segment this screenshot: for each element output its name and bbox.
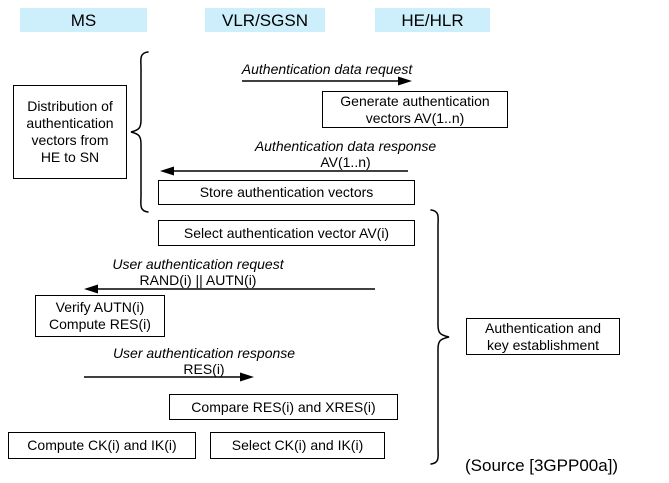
column-header-ms-label: MS [70,10,97,30]
message-label-user-authentication-response: User authentication response [98,345,310,361]
phase-box-distribution-line-4: HE to SN [40,149,100,165]
phase-box-auth-key-line-2: key establishment [486,336,600,353]
message-label-authentication-data-response: Authentication data response [243,138,448,154]
message-title-authentication-data-request: Authentication data request [241,61,413,77]
message-payload-text-user-authentication-request: RAND(i) || AUTN(i) [139,272,257,288]
message-label-user-authentication-request: User authentication request [98,256,298,272]
message-arrow-user-authentication-response [82,371,257,383]
action-box-verify-autn-compute-res: Verify AUTN(i) Compute RES(i) [35,295,165,337]
action-box-select-vector-line-1: Select authentication vector AV(i) [183,224,390,241]
message-title-user-authentication-response: User authentication response [112,345,296,361]
action-box-verify-line-2: Compute RES(i) [49,316,151,332]
message-payload-text-authentication-data-response: AV(1..n) [320,154,371,170]
action-box-compare-res-xres: Compare RES(i) and XRES(i) [169,394,398,420]
action-box-generate-line-1: Generate authentication [340,92,490,109]
message-arrow-user-authentication-request [82,283,377,295]
action-box-compute-ck-ik: Compute CK(i) and IK(i) [8,432,196,459]
column-header-he-hlr-label: HE/HLR [401,10,464,30]
message-payload-authentication-data-response: AV(1..n) [243,154,448,170]
phase-box-distribution-line-3: vectors from [31,132,109,148]
message-arrow-authentication-data-response [158,165,410,177]
action-box-verify-line-1: Verify AUTN(i) [55,299,145,315]
action-box-select-ck-ik-line-1: Select CK(i) and IK(i) [231,437,364,453]
message-payload-user-authentication-response: RES(i) [98,361,310,377]
action-box-generate-authentication-vectors: Generate authentication vectors AV(1..n) [322,91,508,128]
source-caption: (Source [3GPP00a]) [465,456,618,476]
message-label-authentication-data-request: Authentication data request [232,61,422,77]
message-title-user-authentication-request: User authentication request [112,256,284,272]
action-box-store-line-1: Store authentication vectors [199,184,374,200]
action-box-store-authentication-vectors: Store authentication vectors [158,180,415,205]
action-box-select-ck-ik: Select CK(i) and IK(i) [210,432,385,459]
action-box-compare-line-1: Compare RES(i) and XRES(i) [191,398,376,415]
message-payload-user-authentication-request: RAND(i) || AUTN(i) [98,272,298,288]
column-header-vlr-sgsn: VLR/SGSN [205,8,325,32]
phase-box-distribution-line-2: authentication [26,115,114,131]
source-caption-text: (Source [3GPP00a]) [465,456,619,475]
message-title-authentication-data-response: Authentication data response [254,138,437,154]
action-box-compute-ck-ik-line-1: Compute CK(i) and IK(i) [27,437,177,453]
phase-brace-distribution [128,50,152,214]
phase-box-distribution-line-1: Distribution of [27,98,113,114]
phase-box-authentication-key-establishment: Authentication and key establishment [466,318,620,355]
message-arrow-authentication-data-request [240,75,415,87]
message-payload-text-user-authentication-response: RES(i) [183,361,225,377]
phase-brace-authentication-key-establishment [428,208,452,466]
column-header-he-hlr: HE/HLR [375,8,490,32]
column-header-vlr-sgsn-label: VLR/SGSN [222,10,308,30]
column-header-ms: MS [20,8,147,32]
action-box-generate-line-2: vectors AV(1..n) [365,109,465,126]
phase-box-auth-key-line-1: Authentication and [485,319,601,336]
action-box-select-authentication-vector: Select authentication vector AV(i) [158,220,415,246]
phase-box-distribution: Distribution of authentication vectors f… [13,85,127,179]
